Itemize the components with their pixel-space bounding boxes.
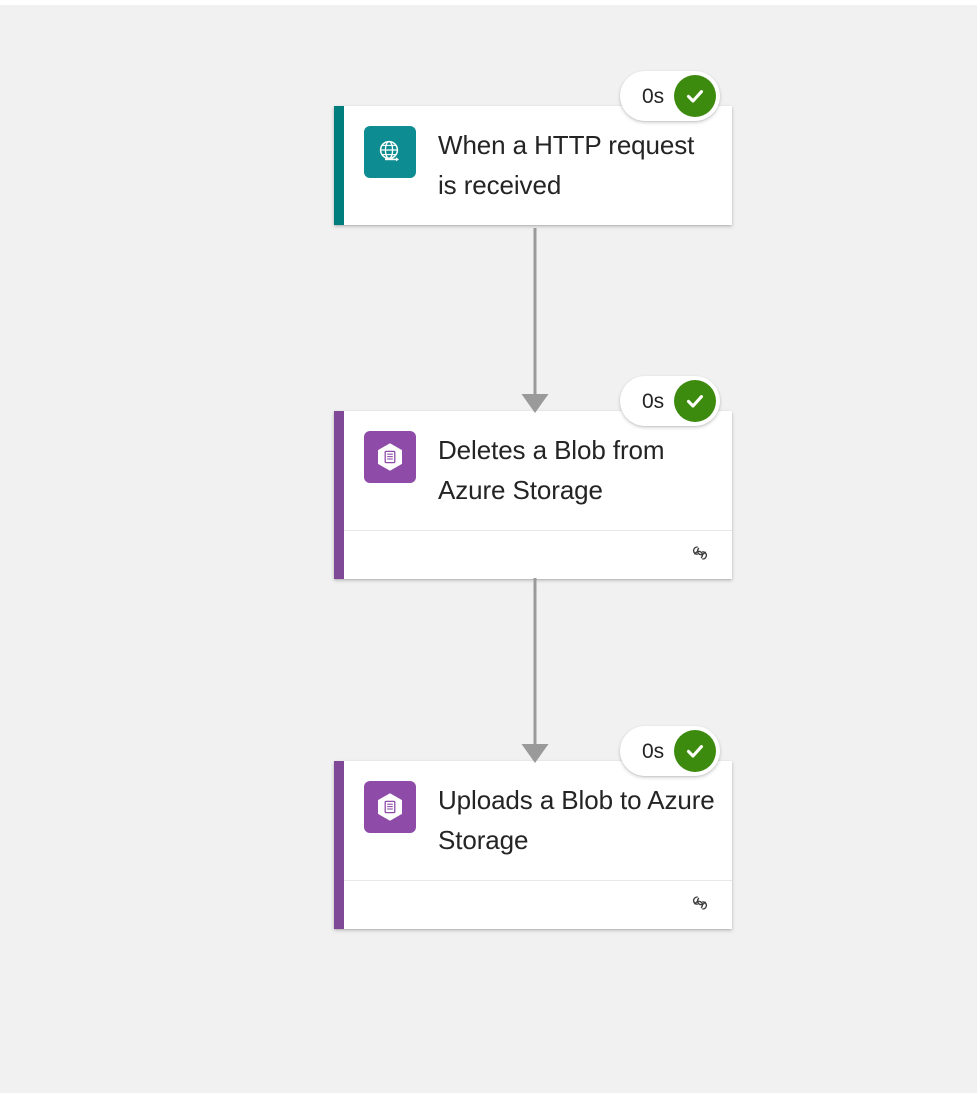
status-duration: 0s: [642, 84, 665, 108]
node-main: Uploads a Blob to Azure Storage: [344, 761, 732, 880]
status-badge-node-2[interactable]: 0s: [620, 376, 721, 426]
edge-connector-2: [521, 578, 549, 763]
http-request-globe-icon: [364, 126, 416, 178]
status-badge-node-3[interactable]: 0s: [620, 726, 721, 776]
workflow-node-when-a-http-request-is-received[interactable]: When a HTTP request is received: [334, 106, 732, 225]
link-icon[interactable]: [688, 541, 712, 570]
workflow-node-deletes-a-blob-from-azure-storage[interactable]: Deletes a Blob from Azure Storage: [334, 411, 732, 579]
node-footer: [344, 530, 732, 579]
node-body: Deletes a Blob from Azure Storage: [344, 411, 732, 579]
node-title: When a HTTP request is received: [438, 130, 695, 200]
status-duration: 0s: [642, 389, 665, 413]
node-footer: [344, 880, 732, 929]
edge-connector-1: [521, 228, 549, 413]
workflow-node-uploads-a-blob-to-azure-storage[interactable]: Uploads a Blob to Azure Storage: [334, 761, 732, 929]
node-title: Deletes a Blob from Azure Storage: [438, 435, 665, 505]
status-duration: 0s: [642, 739, 665, 763]
azure-blob-storage-icon: [364, 431, 416, 483]
node-main: Deletes a Blob from Azure Storage: [344, 411, 732, 530]
top-strip: [0, 0, 977, 5]
link-icon[interactable]: [688, 891, 712, 920]
checkmark-icon: [674, 75, 717, 117]
checkmark-icon: [674, 730, 717, 772]
node-accent-bar: [334, 106, 344, 225]
node-body: Uploads a Blob to Azure Storage: [344, 761, 732, 929]
node-body: When a HTTP request is received: [344, 106, 732, 225]
node-accent-bar: [334, 761, 344, 929]
status-badge-node-1[interactable]: 0s: [620, 71, 721, 121]
node-main: When a HTTP request is received: [344, 106, 732, 225]
checkmark-icon: [674, 380, 717, 422]
node-accent-bar: [334, 411, 344, 579]
azure-blob-storage-icon: [364, 781, 416, 833]
node-title: Uploads a Blob to Azure Storage: [438, 785, 715, 855]
